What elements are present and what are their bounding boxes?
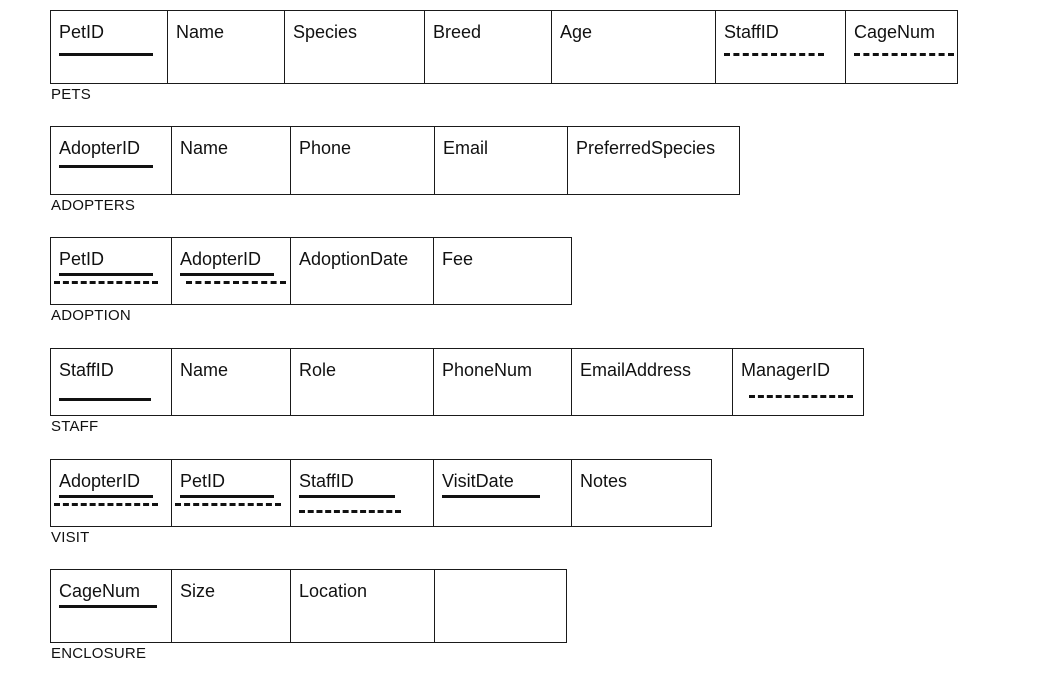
relation-name: ENCLOSURE <box>51 645 147 662</box>
attribute-enclosure-location: Location <box>290 570 434 642</box>
attribute-row: AdopterID PetID StaffID VisitDate Notes <box>50 459 712 527</box>
attribute-adopters-phone: Phone <box>290 127 434 194</box>
primary-key-underline <box>59 165 153 168</box>
attribute-pets-name: Name <box>167 11 284 83</box>
attribute-visit-visitdate: VisitDate <box>433 460 571 526</box>
attribute-staff-phonenum: PhoneNum <box>433 349 571 415</box>
attribute-staff-staffid: StaffID <box>51 349 171 415</box>
foreign-key-underline <box>724 53 824 56</box>
attribute-enclosure-size: Size <box>171 570 290 642</box>
foreign-key-underline <box>175 503 281 506</box>
attribute-enclosure-empty <box>434 570 566 642</box>
attribute-row: PetID AdopterID AdoptionDate Fee <box>50 237 572 305</box>
attribute-pets-staffid: StaffID <box>715 11 845 83</box>
primary-key-underline <box>442 495 540 498</box>
attribute-adopters-email: Email <box>434 127 567 194</box>
attribute-pets-petid: PetID <box>51 11 167 83</box>
attribute-adopters-preferredspecies: PreferredSpecies <box>567 127 739 194</box>
attribute-row: StaffID Name Role PhoneNum EmailAddress … <box>50 348 864 416</box>
relation-staff: StaffID Name Role PhoneNum EmailAddress … <box>50 348 864 436</box>
attribute-visit-notes: Notes <box>571 460 711 526</box>
primary-key-underline <box>59 53 153 56</box>
attribute-row: CageNum Size Location <box>50 569 567 643</box>
attribute-pets-cagenum: CageNum <box>845 11 957 83</box>
attribute-adoption-fee: Fee <box>433 238 571 304</box>
relation-adopters: AdopterID Name Phone Email PreferredSpec… <box>50 126 740 215</box>
relation-enclosure: CageNum Size Location ENCLOSURE <box>50 569 567 663</box>
attribute-staff-name: Name <box>171 349 290 415</box>
foreign-key-underline <box>186 281 286 284</box>
primary-key-underline <box>59 495 153 498</box>
attribute-adopters-adopterid: AdopterID <box>51 127 171 194</box>
attribute-staff-managerid: ManagerID <box>732 349 863 415</box>
foreign-key-underline <box>54 503 158 506</box>
relation-adoption: PetID AdopterID AdoptionDate Fee ADOPTIO… <box>50 237 572 325</box>
relation-name: VISIT <box>51 529 90 546</box>
primary-key-underline <box>59 273 153 276</box>
attribute-staff-role: Role <box>290 349 433 415</box>
primary-key-underline <box>180 495 274 498</box>
attribute-adoption-adoptiondate: AdoptionDate <box>290 238 433 304</box>
attribute-visit-adopterid: AdopterID <box>51 460 171 526</box>
foreign-key-underline <box>854 53 954 56</box>
attribute-enclosure-cagenum: CageNum <box>51 570 171 642</box>
attribute-staff-emailaddress: EmailAddress <box>571 349 732 415</box>
attribute-pets-age: Age <box>551 11 715 83</box>
foreign-key-underline <box>54 281 158 284</box>
attribute-visit-petid: PetID <box>171 460 290 526</box>
primary-key-underline <box>299 495 395 498</box>
relation-name: STAFF <box>51 418 99 435</box>
attribute-visit-staffid: StaffID <box>290 460 433 526</box>
attribute-adoption-petid: PetID <box>51 238 171 304</box>
attribute-pets-breed: Breed <box>424 11 551 83</box>
relation-name: ADOPTERS <box>51 197 136 214</box>
relation-name: ADOPTION <box>51 307 131 324</box>
foreign-key-underline <box>299 510 401 513</box>
primary-key-underline <box>59 398 151 401</box>
primary-key-underline <box>180 273 274 276</box>
attribute-adoption-adopterid: AdopterID <box>171 238 290 304</box>
relation-name: PETS <box>51 86 91 103</box>
relation-visit: AdopterID PetID StaffID VisitDate Notes … <box>50 459 712 547</box>
attribute-adopters-name: Name <box>171 127 290 194</box>
primary-key-underline <box>59 605 157 608</box>
foreign-key-underline <box>749 395 853 398</box>
attribute-row: AdopterID Name Phone Email PreferredSpec… <box>50 126 740 195</box>
relation-pets: PetID Name Species Breed Age StaffID Cag… <box>50 10 958 104</box>
attribute-row: PetID Name Species Breed Age StaffID Cag… <box>50 10 958 84</box>
attribute-pets-species: Species <box>284 11 424 83</box>
